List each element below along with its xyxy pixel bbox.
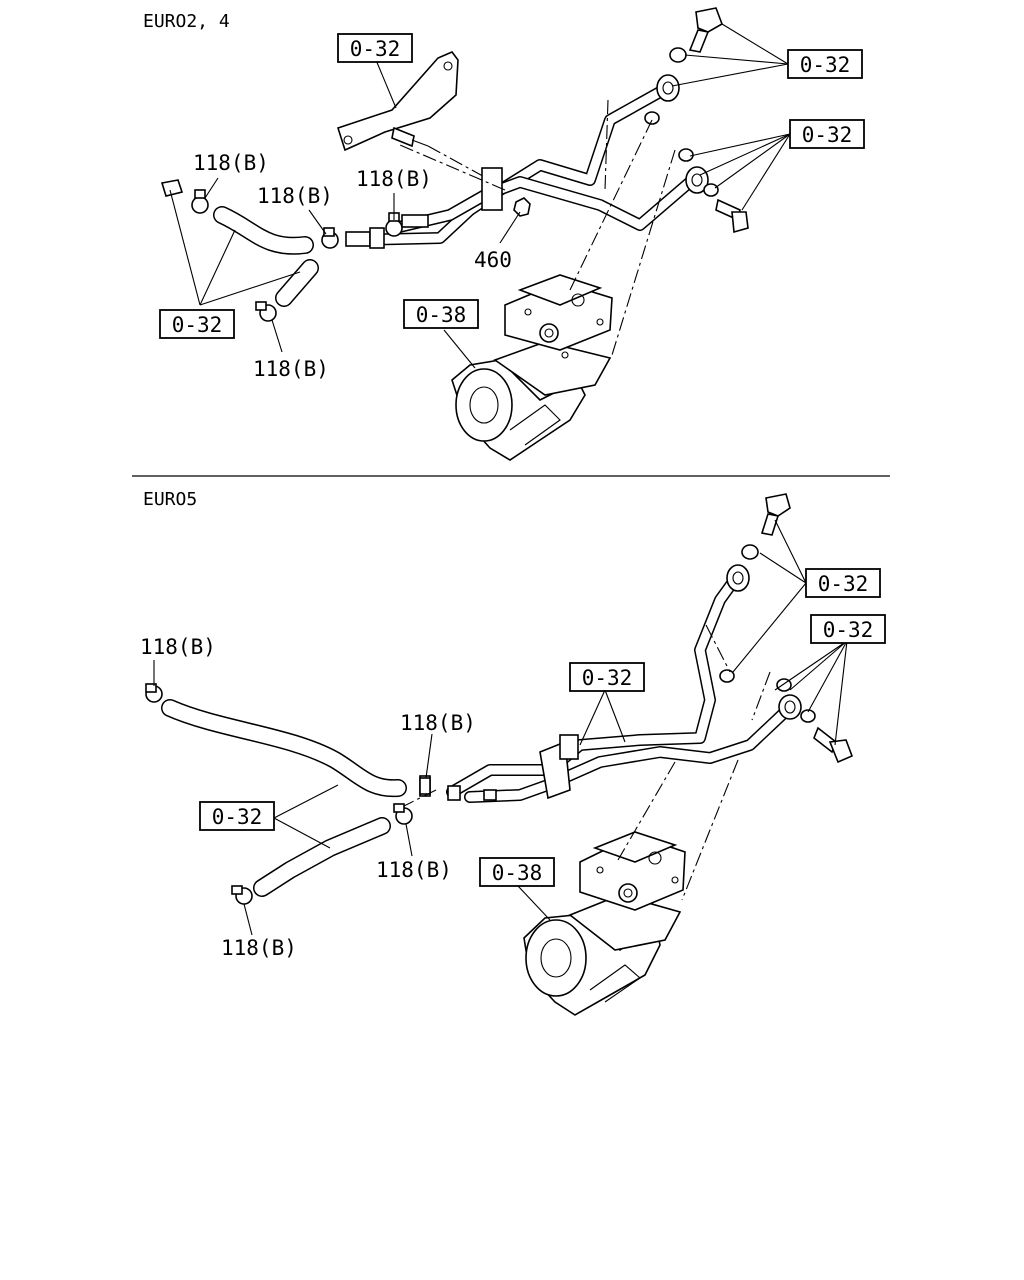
water-hose-upper bbox=[213, 206, 314, 255]
clamp-label-2: 118(B) bbox=[257, 184, 333, 208]
mounting-bracket bbox=[336, 51, 459, 152]
callout-lower-bolt: 0-32 bbox=[789, 119, 865, 149]
callout-pipe-bottom: 0-32 bbox=[569, 662, 645, 692]
callout-compressor-bottom: 0-38 bbox=[479, 857, 555, 887]
hose-clamp-2 bbox=[321, 227, 339, 249]
water-hose-short bbox=[253, 817, 391, 897]
svg-text:0-38: 0-38 bbox=[416, 303, 467, 327]
svg-text:0-32: 0-32 bbox=[350, 37, 401, 61]
hose-clamp-b2 bbox=[419, 777, 431, 795]
svg-text:0-32: 0-32 bbox=[800, 53, 851, 77]
callout-hose: 0-32 bbox=[159, 309, 235, 339]
upper-banjo-bolt bbox=[688, 7, 723, 53]
hose-clamp-b4 bbox=[231, 885, 253, 905]
callout-lower-bolt-bottom: 0-32 bbox=[810, 614, 886, 644]
hose-clamp-1 bbox=[191, 189, 209, 214]
hose-clamp-4 bbox=[255, 301, 277, 322]
banjo-fitting-upper bbox=[644, 47, 687, 125]
hex-nut bbox=[513, 197, 531, 217]
svg-text:0-32: 0-32 bbox=[212, 805, 263, 829]
bracket-bolt bbox=[391, 126, 429, 148]
leader-lines-top bbox=[169, 23, 791, 369]
lower-banjo-bolt bbox=[715, 198, 749, 234]
svg-text:0-32: 0-32 bbox=[818, 572, 869, 596]
svg-text:0-32: 0-32 bbox=[172, 313, 223, 337]
clamp-label-b2: 118(B) bbox=[400, 711, 476, 735]
water-hose-long bbox=[161, 699, 407, 798]
water-hose-lower bbox=[275, 259, 319, 307]
svg-text:0-32: 0-32 bbox=[802, 123, 853, 147]
callout-upper-bolt: 0-32 bbox=[787, 49, 863, 79]
callout-upper-bolt-bottom: 0-32 bbox=[805, 568, 881, 598]
air-compressor-bottom bbox=[523, 831, 686, 1016]
clamp-label-b3: 118(B) bbox=[376, 858, 452, 882]
svg-text:0-38: 0-38 bbox=[492, 861, 543, 885]
svg-text:0-32: 0-32 bbox=[823, 618, 874, 642]
lower-banjo-fitting-bottom bbox=[776, 678, 816, 723]
upper-banjo-bolt-bottom bbox=[760, 493, 791, 536]
hose-connector bbox=[345, 214, 429, 249]
air-pipe-assembly-bottom bbox=[446, 569, 791, 803]
upper-banjo-fitting-bottom bbox=[719, 544, 759, 683]
clamp-label-4: 118(B) bbox=[253, 357, 329, 381]
hose-clamp-b1 bbox=[145, 683, 163, 703]
section-title-top: EURO2, 4 bbox=[143, 11, 230, 32]
air-compressor-top bbox=[451, 274, 613, 461]
callout-compressor: 0-38 bbox=[403, 299, 479, 329]
clamp-label-b1: 118(B) bbox=[140, 635, 216, 659]
hose-clamp-b3 bbox=[393, 803, 413, 825]
clamp-label-3: 118(B) bbox=[356, 167, 432, 191]
nut-label: 460 bbox=[474, 248, 512, 272]
svg-text:0-32: 0-32 bbox=[582, 666, 633, 690]
union-fitting bbox=[160, 179, 184, 197]
callout-bracket: 0-32 bbox=[337, 33, 413, 63]
lower-banjo-bolt-bottom bbox=[813, 726, 854, 764]
section-title-bottom: EURO5 bbox=[143, 489, 197, 510]
leader-lines-bottom bbox=[153, 519, 848, 936]
clamp-label-1: 118(B) bbox=[193, 151, 269, 175]
callout-hose-bottom: 0-32 bbox=[199, 801, 275, 831]
clamp-label-b4: 118(B) bbox=[221, 936, 297, 960]
